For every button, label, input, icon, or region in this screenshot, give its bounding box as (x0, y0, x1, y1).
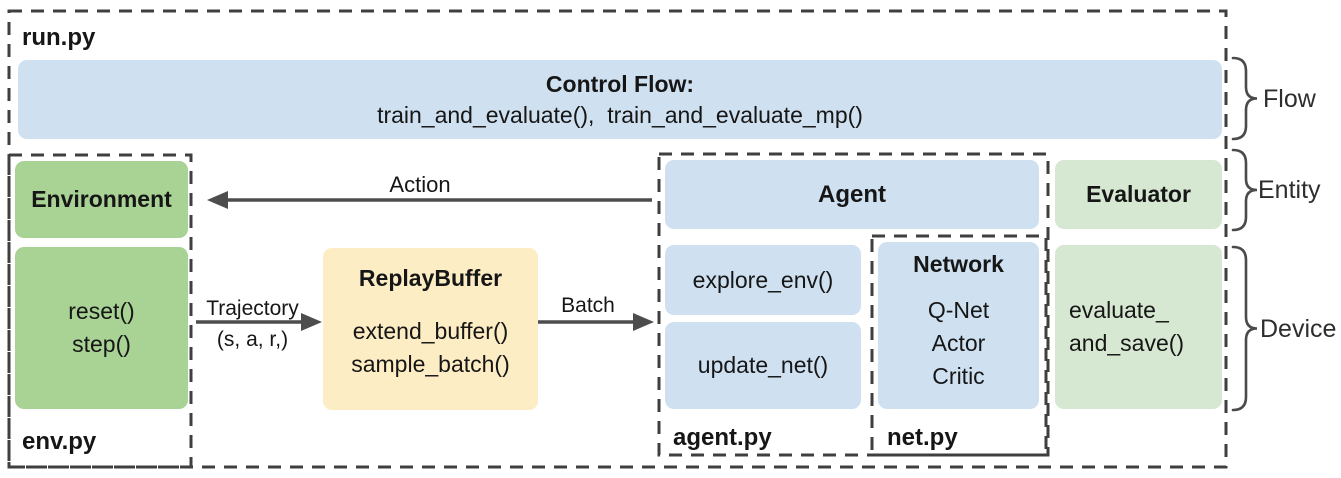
side-label-entity: Entity (1258, 176, 1321, 204)
trajectory-detail-label: (s, a, r,) (216, 328, 289, 351)
replay-buffer-box: ReplayBuffer extend_buffer() sample_batc… (323, 248, 538, 410)
control-flow-title: Control Flow: (545, 70, 695, 97)
network-box: Network Q-Net Actor Critic (878, 242, 1039, 409)
evaluate-and-save-box: evaluate_ and_save() (1055, 245, 1222, 409)
trajectory-arrow (196, 313, 322, 331)
agent-box: Agent (665, 160, 1039, 229)
network-items: Q-Net Actor Critic (878, 294, 1039, 393)
flow-brace (1231, 56, 1258, 141)
net-py-label: net.py (887, 424, 958, 451)
network-item-actor: Actor (931, 330, 986, 356)
update-net-box: update_net() (665, 322, 861, 409)
env-py-label: env.py (22, 428, 97, 455)
replay-buffer-methods: extend_buffer() sample_batch() (323, 315, 538, 381)
environment-box: Environment (15, 161, 188, 238)
replay-buffer-method-extend: extend_buffer() (352, 318, 509, 344)
explore-env-box: explore_env() (665, 245, 861, 315)
entity-brace (1231, 148, 1258, 232)
env-py-dashed-border (7, 153, 193, 469)
batch-arrow (538, 313, 654, 331)
replay-buffer-title: ReplayBuffer (358, 265, 503, 291)
env-method-step: step() (72, 331, 131, 357)
network-item-qnet: Q-Net (927, 297, 990, 323)
agent-py-dashed-border (657, 152, 1050, 457)
evaluate-line-1: evaluate_ (1069, 297, 1169, 323)
device-brace (1231, 245, 1258, 412)
evaluate-line-2: and_save() (1069, 330, 1185, 356)
network-title: Network (913, 251, 1004, 277)
action-arrow-label: Action (389, 172, 451, 197)
run-py-label: run.py (22, 24, 96, 51)
batch-arrow-label: Batch (561, 294, 615, 317)
control-flow-functions: train_and_evaluate(), train_and_evaluate… (377, 101, 863, 128)
replay-buffer-method-sample: sample_batch() (351, 351, 510, 377)
trajectory-arrow-label: Trajectory (206, 297, 299, 320)
action-arrow (207, 191, 652, 209)
network-item-critic: Critic (932, 363, 985, 389)
evaluator-box: Evaluator (1055, 160, 1222, 229)
side-label-flow: Flow (1263, 85, 1316, 113)
side-label-device: Device (1260, 315, 1337, 343)
control-flow-box: Control Flow: train_and_evaluate(), trai… (18, 60, 1222, 139)
env-methods-box: reset() step() (15, 247, 188, 409)
agent-py-label: agent.py (673, 424, 772, 451)
env-method-reset: reset() (68, 298, 135, 324)
